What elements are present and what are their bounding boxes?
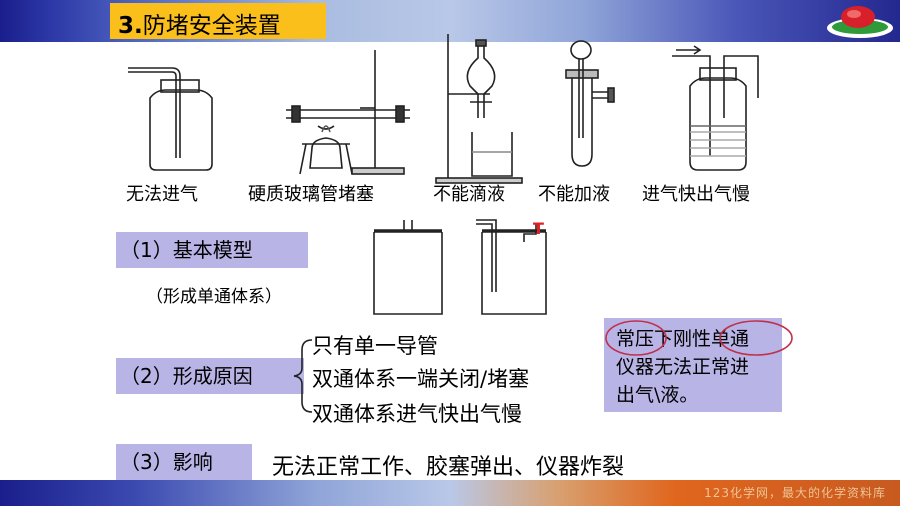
caption-tube-blocked: 硬质玻璃管堵塞 bbox=[248, 184, 374, 205]
cause-item-3: 双通体系进气快出气慢 bbox=[312, 402, 522, 426]
model-subtitle: （形成单通体系） bbox=[146, 287, 282, 307]
note-line-1: 常压下刚性单通 bbox=[616, 328, 750, 350]
footer-watermark: 123化学网，最大的化学资料库 bbox=[704, 486, 886, 500]
test-tube-funnel bbox=[565, 40, 615, 167]
note-box: 常压下刚性单通 仪器无法正常进 出气\液。 bbox=[604, 318, 782, 412]
caption-no-air-in: 无法进气 bbox=[126, 184, 198, 205]
effect-text: 无法正常工作、胶塞弹出、仪器炸裂 bbox=[272, 455, 625, 480]
valve-mark: T bbox=[533, 219, 544, 238]
bottom-banner bbox=[0, 480, 900, 506]
caption-fast-in-slow-out: 进气快出气慢 bbox=[642, 184, 750, 205]
emphasis-circles bbox=[605, 320, 793, 356]
cause-bracket bbox=[293, 339, 313, 413]
separatory-funnel-setup bbox=[435, 34, 523, 184]
cause-item-1: 只有单一导管 bbox=[312, 334, 438, 358]
label-basic-model: （1）基本模型 bbox=[116, 232, 308, 268]
title-highlight bbox=[110, 3, 326, 39]
gas-bottle-single-tube bbox=[128, 67, 213, 171]
basic-model-diagram: T bbox=[373, 219, 547, 315]
label-effect: （3）影响 bbox=[116, 444, 252, 480]
caption-cannot-drip: 不能滴液 bbox=[433, 184, 505, 205]
slide-title: 3.防堵安全装置 bbox=[118, 13, 281, 39]
hard-glass-tube-setup bbox=[286, 50, 410, 175]
note-line-3: 出气\液。 bbox=[616, 384, 699, 406]
logo-icon bbox=[827, 6, 893, 38]
caption-cannot-add: 不能加液 bbox=[538, 184, 610, 205]
wash-bottle-two-tubes bbox=[672, 45, 759, 171]
apparatus-illustrations bbox=[128, 34, 759, 184]
label-cause: （2）形成原因 bbox=[116, 358, 304, 394]
cause-item-2: 双通体系一端关闭/堵塞 bbox=[312, 367, 530, 391]
note-line-2: 仪器无法正常进 bbox=[616, 356, 750, 378]
